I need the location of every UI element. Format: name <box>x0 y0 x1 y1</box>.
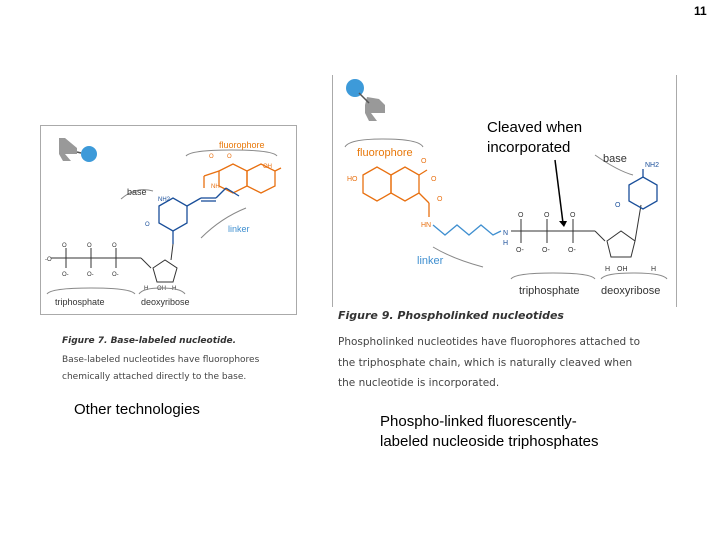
triphosphate-label: triphosphate <box>55 297 105 307</box>
triphosphate-label: triphosphate <box>519 285 580 297</box>
svg-text:O: O <box>145 222 150 228</box>
base-labeled-structure: NH NH2 O OH O O -O O O O O- O- O- H OH H <box>45 138 282 295</box>
svg-text:HN: HN <box>421 222 431 229</box>
left-figure: NH NH2 O OH O O -O O O O O- O- O- H OH H <box>40 125 297 315</box>
svg-text:NH2: NH2 <box>645 162 659 169</box>
svg-text:O-: O- <box>568 247 576 254</box>
svg-text:O: O <box>615 202 621 209</box>
svg-text:O-: O- <box>62 272 69 278</box>
arrow-icon <box>554 159 564 224</box>
left-caption-line-1: Base-labeled nucleotides have fluorophor… <box>62 355 260 365</box>
right-figure: HO O O O HN N H O O O O- O- O- H OH <box>332 75 677 307</box>
svg-text:O-: O- <box>112 272 119 278</box>
phospholinked-structure: HO O O O HN N H O O O O- O- O- H OH <box>344 79 668 280</box>
base-label: base <box>127 187 147 197</box>
svg-text:H: H <box>651 266 656 273</box>
left-caption-title: Figure 7. Base-labeled nucleotide. <box>62 336 237 346</box>
svg-text:O: O <box>518 212 524 219</box>
svg-text:OH: OH <box>617 266 628 273</box>
svg-text:HO: HO <box>347 176 358 183</box>
phospho-linked-label-line-2: labeled nucleoside triphosphates <box>380 433 599 450</box>
phospho-linked-label-line-1: Phospho-linked fluorescently- <box>380 413 577 430</box>
right-caption-title: Figure 9. Phospholinked nucleotides <box>338 309 564 322</box>
right-caption-line-3: the nucleotide is incorporated. <box>338 377 500 389</box>
fluorophore-label: fluorophore <box>357 147 413 159</box>
svg-text:O: O <box>544 212 550 219</box>
svg-text:O: O <box>570 212 576 219</box>
svg-text:O: O <box>421 158 427 165</box>
svg-text:-O: -O <box>45 257 52 263</box>
right-caption-line-1: Phospholinked nucleotides have fluoropho… <box>338 336 641 348</box>
svg-text:O-: O- <box>516 247 524 254</box>
page-number: 11 <box>694 4 707 18</box>
svg-text:O-: O- <box>87 272 94 278</box>
svg-text:OH: OH <box>157 286 166 292</box>
left-caption-line-2: chemically attached directly to the base… <box>62 372 247 382</box>
right-caption-line-2: the triphosphate chain, which is natural… <box>338 357 633 369</box>
svg-text:O: O <box>227 154 232 160</box>
svg-text:N: N <box>503 230 508 237</box>
deoxyribose-label: deoxyribose <box>601 285 661 297</box>
cleaved-annotation-line-1: Cleaved when <box>487 119 583 136</box>
base-label: base <box>603 153 627 165</box>
other-technologies-label: Other technologies <box>74 401 200 418</box>
svg-text:O: O <box>62 243 67 249</box>
linker-label: linker <box>228 224 250 234</box>
svg-text:O-: O- <box>542 247 550 254</box>
svg-text:OH: OH <box>263 164 272 170</box>
linker-label: linker <box>417 255 444 267</box>
svg-text:O: O <box>112 243 117 249</box>
svg-text:H: H <box>503 240 508 247</box>
svg-text:NH2: NH2 <box>158 197 171 203</box>
enzyme-logo-icon <box>59 138 97 162</box>
svg-text:NH: NH <box>211 184 220 190</box>
cleaved-annotation-line-2: incorporated <box>487 139 571 156</box>
svg-text:O: O <box>437 196 443 203</box>
svg-text:H: H <box>144 286 148 292</box>
fluorophore-label: fluorophore <box>219 140 265 150</box>
enzyme-logo-icon <box>346 79 385 121</box>
svg-text:H: H <box>605 266 610 273</box>
svg-text:O: O <box>209 154 214 160</box>
svg-text:O: O <box>87 243 92 249</box>
deoxyribose-label: deoxyribose <box>141 297 190 307</box>
svg-text:O: O <box>431 176 437 183</box>
